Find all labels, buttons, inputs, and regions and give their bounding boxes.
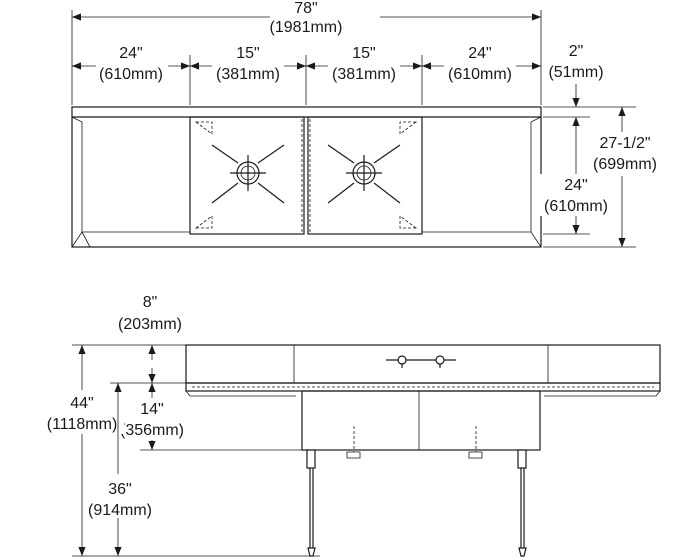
bowl-2-inches: 15"	[352, 45, 375, 62]
bowl-depth-inches: 24"	[564, 177, 587, 194]
top-view: 78" (1981mm) 24" (610mm) 15" (381mm) 15"…	[71, 0, 674, 248]
backsplash-depth-mm: (51mm)	[548, 64, 603, 81]
legs	[306, 449, 527, 557]
front-view: 8" (203mm) 14" (356mm) 44" (1118mm) 36" …	[40, 294, 661, 557]
bowl-1-inches: 15"	[236, 45, 259, 62]
bowl-2-mm: (381mm)	[332, 66, 396, 83]
overall-depth-mm: (699mm)	[593, 156, 657, 173]
overall-width-mm: (1981mm)	[270, 19, 343, 36]
overall-height-inches: 44"	[70, 395, 93, 412]
bowl-depth-mm: (610mm)	[544, 198, 608, 215]
bowl-height-inches: 14"	[140, 401, 163, 418]
backsplash-height-mm: (203mm)	[118, 316, 182, 333]
bowl-1-top	[189, 116, 305, 235]
backsplash-height-inches: 8"	[143, 294, 158, 311]
right-drainboard-mm: (610mm)	[448, 66, 512, 83]
overall-height-mm: (1118mm)	[47, 416, 118, 433]
faucet-icon	[386, 355, 456, 368]
bowl-2-top	[307, 116, 423, 235]
bowl-1-mm: (381mm)	[216, 66, 280, 83]
overall-width-inches: 78"	[294, 0, 317, 17]
backsplash-front	[185, 344, 661, 384]
bowl-height-mm: (356mm)	[120, 422, 184, 439]
backsplash-depth-inches: 2"	[569, 43, 584, 60]
left-drainboard-inches: 24"	[119, 45, 142, 62]
bowls-front	[301, 390, 541, 459]
right-drainboard-inches: 24"	[468, 45, 491, 62]
overall-depth-inches: 27-1/2"	[599, 135, 650, 152]
working-height-mm: (914mm)	[88, 502, 152, 519]
left-drainboard-mm: (610mm)	[99, 66, 163, 83]
working-height-inches: 36"	[108, 481, 131, 498]
sink-top-outline	[71, 106, 542, 248]
